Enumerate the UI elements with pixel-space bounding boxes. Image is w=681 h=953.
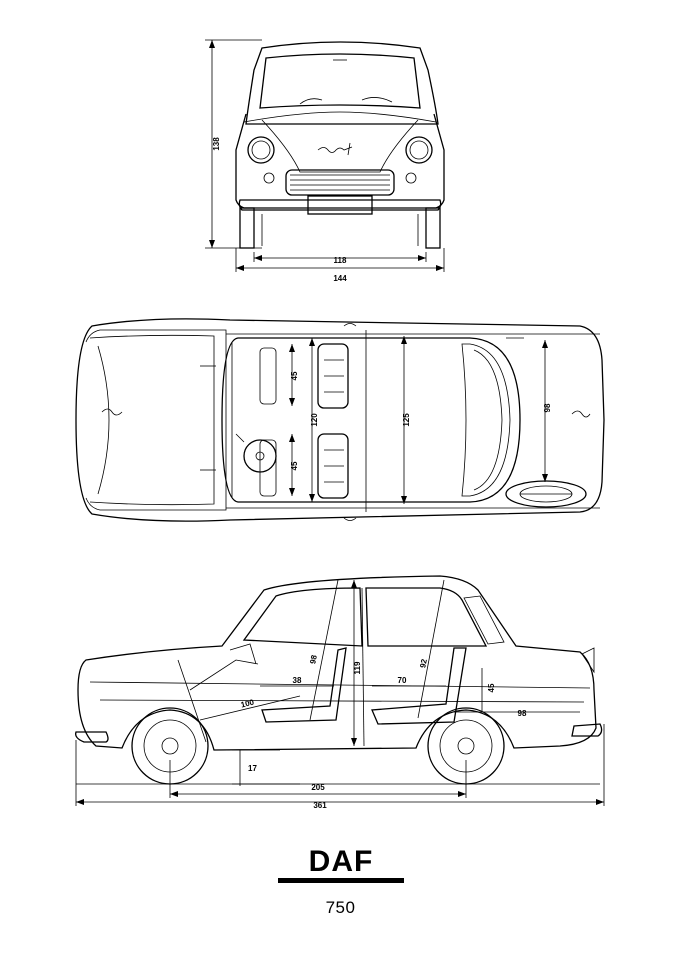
side-view-front-seat — [261, 647, 347, 723]
side-view-front-bumper — [75, 731, 109, 743]
side-rear-legroom-label: 70 — [398, 676, 407, 685]
side-front-legroom-label: 38 — [293, 676, 302, 685]
side-ground-clearance-label: 17 — [248, 764, 257, 773]
side-view-rear-bumper — [571, 723, 603, 737]
front-view-body — [235, 113, 445, 209]
front-track-label: 118 — [334, 256, 347, 265]
front-view-emblem — [317, 142, 353, 156]
front-view-headlight-right — [405, 136, 433, 164]
top-view-bonnet — [89, 334, 215, 506]
front-view-headlight-left — [247, 136, 275, 164]
front-width-label: 144 — [333, 274, 347, 283]
top-view-front-seat-left — [317, 343, 349, 409]
side-ground-clearance-dimension: 17 — [232, 749, 300, 786]
front-width-dimensions: 118 144 — [235, 248, 445, 283]
front-view-bumper — [238, 199, 442, 211]
top-trunk-width-label: 98 — [543, 403, 552, 412]
top-view-dimensions: 45 45 120 125 98 — [289, 336, 552, 504]
model-caption: 750 — [325, 898, 356, 917]
side-view-dimensions: 119 98 92 38 70 100 45 98 — [199, 579, 580, 746]
front-view-grille — [285, 169, 395, 196]
top-front-width-label: 120 — [310, 413, 319, 427]
daf-logo-text: DAF — [308, 846, 373, 878]
side-length-dimensions: 205 361 — [75, 724, 605, 810]
side-view-body — [77, 575, 597, 751]
front-view: 138 118 144 — [205, 39, 445, 283]
side-rear-headroom-label: 92 — [418, 658, 429, 669]
top-view-steering-wheel — [243, 439, 277, 473]
side-interior-height-label: 119 — [353, 661, 362, 674]
side-front-headroom-label: 98 — [308, 654, 319, 665]
front-view-plate — [307, 195, 373, 215]
side-view-windows — [242, 587, 363, 647]
side-rear-seat-height-label: 45 — [487, 683, 496, 692]
front-height-label: 138 — [212, 137, 221, 151]
front-view-windshield — [259, 53, 421, 109]
side-overall-length-label: 361 — [313, 801, 327, 810]
daf-logo: DAF — [0, 846, 681, 886]
side-view-rear-seat — [371, 647, 467, 725]
front-height-dimension: 138 — [205, 39, 262, 249]
front-view-roof — [245, 41, 439, 125]
side-pedal-label: 100 — [240, 697, 256, 709]
side-wheelbase-label: 205 — [311, 783, 325, 792]
top-view-spare-wheel — [505, 480, 587, 508]
top-view-cabin — [221, 337, 521, 503]
top-seat-rear-label: 45 — [290, 461, 299, 470]
top-rear-width-label: 125 — [402, 413, 411, 427]
top-view-outline — [75, 318, 605, 522]
top-view: 45 45 120 125 98 — [75, 318, 605, 522]
side-view: 119 98 92 38 70 100 45 98 17 — [75, 575, 605, 810]
top-view-front-seat-right — [317, 433, 349, 499]
top-seat-front-label: 45 — [290, 371, 299, 380]
side-trunk-length-label: 98 — [518, 709, 527, 718]
